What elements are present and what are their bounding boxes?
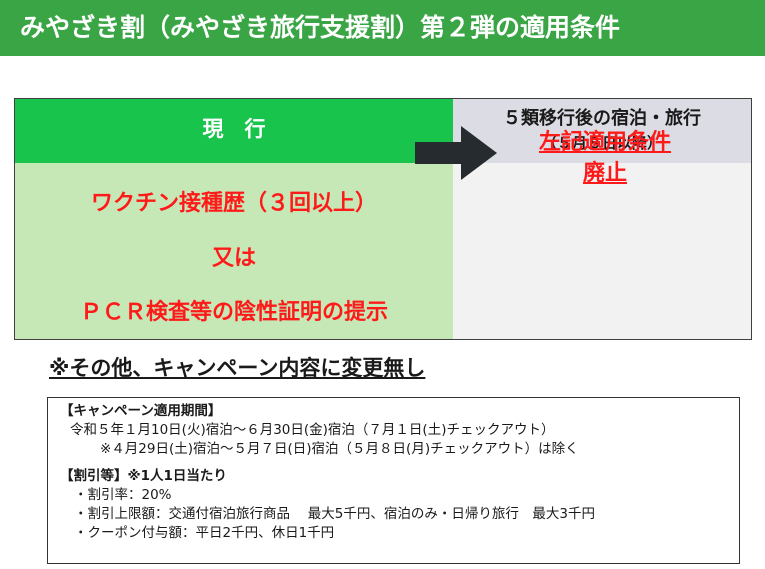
abolished-line1: 左記適用条件 bbox=[538, 130, 671, 155]
exclusion-line: ※４月29日(土)宿泊～５月７日(日)宿泊（５月８日(月)チェックアウト）は除く bbox=[100, 441, 579, 457]
abolished-line2: 廃止 bbox=[582, 161, 627, 186]
condition-pcr: ＰＣＲ検査等の陰性証明の提示 bbox=[79, 300, 388, 325]
period-heading: 【キャンペーン適用期間】 bbox=[60, 403, 222, 419]
condition-or: 又は bbox=[211, 246, 256, 271]
right-arrow-icon bbox=[415, 126, 497, 180]
after-conditions bbox=[453, 163, 752, 340]
page-title: みやざき割（みやざき旅行支援割）第２弾の適用条件 bbox=[0, 0, 765, 56]
campaign-details: 【キャンペーン適用期間】 令和５年１月10日(火)宿泊～６月30日(金)宿泊（７… bbox=[47, 397, 740, 564]
current-header: 現 行 bbox=[14, 98, 454, 164]
no-change-note: ※その他、キャンペーン内容に変更無し bbox=[49, 356, 426, 380]
condition-vaccination: ワクチン接種歴（３回以上） bbox=[90, 191, 377, 216]
discount-limit: ・割引上限額：交通付宿泊旅行商品 最大5千円、宿泊のみ・日帰り旅行 最大3千円 bbox=[74, 506, 595, 522]
discount-rate: ・割引率：20% bbox=[74, 487, 172, 503]
current-conditions: ワクチン接種歴（３回以上） 又は ＰＣＲ検査等の陰性証明の提示 bbox=[14, 163, 454, 340]
after-header-line2: （５月８日以降） bbox=[541, 134, 662, 152]
period-line: 令和５年１月10日(火)宿泊～６月30日(金)宿泊（７月１日(土)チェックアウト… bbox=[70, 422, 555, 438]
coupon-amount: ・クーポン付与額：平日2千円、休日1千円 bbox=[74, 525, 335, 541]
conditions-abolished: 左記適用条件 廃止 bbox=[490, 127, 720, 189]
after-header-line1: ５類移行後の宿泊・旅行 bbox=[503, 108, 701, 129]
conditions-table: 現 行 ５類移行後の宿泊・旅行 （５月８日以降） ワクチン接種歴（３回以上） 又… bbox=[14, 98, 752, 340]
discount-heading: 【割引等】※1人1日当たり bbox=[60, 468, 227, 484]
